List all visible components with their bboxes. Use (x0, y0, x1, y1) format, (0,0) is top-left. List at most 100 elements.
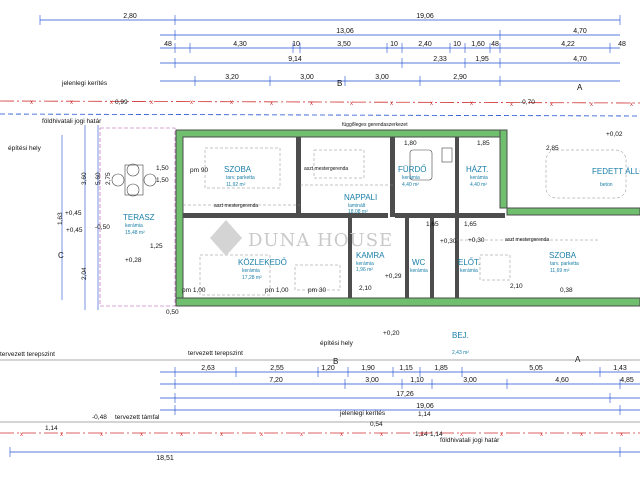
dim-bottom1-5: 1,85 (434, 365, 448, 372)
section-mark-c-left: C (58, 251, 64, 260)
room-szoba-1: SZOBA tarv. parketta 11,92 m² (224, 165, 255, 188)
dim-top3-8: 48 (491, 41, 499, 48)
dim-misc-20: 0,50 (166, 309, 179, 316)
svg-text:KÖZLEKEDŐ: KÖZLEKEDŐ (238, 258, 287, 267)
svg-text:A: A (577, 83, 583, 92)
svg-text:SZOBA: SZOBA (549, 251, 577, 260)
dim-misc-22: 2,85 (546, 145, 559, 152)
dim-top5-2: 3,00 (375, 74, 389, 81)
svg-text:x: x (430, 101, 433, 107)
svg-text:kerámia: kerámia (125, 223, 143, 229)
dim-misc-3: +0,30 (468, 237, 485, 244)
room-kamra: KAMRA kerámia 1,96 m² (356, 251, 385, 273)
dim-misc-0: 0,99 (115, 99, 128, 106)
svg-text:x: x (380, 432, 383, 438)
section-mark-b-top: B (337, 79, 342, 88)
dim-top4-a: 9,14 (288, 56, 302, 63)
section-mark-a-top: A (577, 83, 583, 92)
label-building-place-left: építési hely (8, 145, 42, 152)
dim-misc-8: +0,29 (385, 273, 402, 280)
dim-misc-31: pm 1,00 (182, 287, 206, 294)
dim-top5-0: 3,20 (225, 74, 239, 81)
svg-text:x: x (470, 101, 473, 107)
dim-top1-a: 2,80 (123, 13, 137, 20)
dim-misc-26: 1,80 (404, 140, 417, 147)
dim-bottom2-3: 3,00 (463, 377, 477, 384)
dim-bottom5: 18,51 (156, 455, 174, 462)
top-dimension-chains (39, 15, 621, 86)
svg-text:x: x (220, 432, 223, 438)
dim-misc-5: -0,50 (95, 224, 110, 231)
svg-text:FEDETT ÁLLÓHELY: FEDETT ÁLLÓHELY (592, 167, 640, 176)
building-walls (175, 129, 640, 307)
dim-misc-13: 3,60 (81, 172, 88, 185)
dim-bottom4: 19,06 (416, 403, 434, 410)
svg-text:x: x (230, 100, 233, 106)
dim-top2-a: 13,06 (336, 28, 354, 35)
svg-text:x: x (390, 101, 393, 107)
section-mark-b-bottom: B (333, 357, 338, 366)
svg-text:kerámia: kerámia (356, 261, 374, 267)
svg-text:FÜRDŐ: FÜRDŐ (398, 165, 426, 174)
label-building-place-bottom: építési hely (320, 340, 354, 347)
dim-top3-0: 48 (164, 41, 172, 48)
svg-text:x: x (350, 101, 353, 107)
svg-text:x: x (30, 100, 33, 106)
svg-text:tarv. parketta: tarv. parketta (226, 175, 255, 181)
dim-misc-1: -0,70 (520, 99, 535, 106)
dim-misc-2: +0,02 (606, 131, 623, 138)
svg-text:x: x (180, 432, 183, 438)
dim-misc-24: 2,10 (510, 283, 523, 290)
dim-misc-16: 1,50 (156, 165, 169, 172)
svg-text:DUNA HOUSE: DUNA HOUSE (248, 230, 393, 251)
left-dimension-lines (61, 125, 176, 310)
svg-text:2,43 m²: 2,43 m² (452, 350, 469, 356)
svg-text:x: x (110, 100, 113, 106)
dim-misc-19: 2,04 (81, 267, 88, 280)
interior-detail-lines (183, 147, 627, 296)
svg-text:17,28 m²: 17,28 m² (242, 275, 262, 281)
dim-misc-3b: +0,30 (440, 238, 457, 245)
label-floor-level-left: tervezett terepszint (0, 351, 55, 358)
watermark-logo: DUNA HOUSE (210, 220, 393, 256)
svg-text:x: x (630, 102, 633, 108)
svg-text:x: x (500, 432, 503, 438)
fence-top (0, 100, 640, 117)
label-boundary-top: földhivatali jogi határ (42, 118, 102, 125)
svg-text:SZOBA: SZOBA (224, 165, 252, 174)
label-fence-top: jelenlegi kerítés (61, 80, 108, 87)
label-ceiling-1: aszt mestergerenda (214, 203, 258, 209)
dim-misc-23: 0,38 (560, 287, 573, 294)
dim-misc-10: -0,48 (92, 414, 107, 421)
dim-misc-30b: 1,14 (45, 425, 58, 432)
room-szoba-2: SZOBA tarv. parketta 11,69 m² (549, 251, 579, 274)
label-ceiling-3: aszt mestergerenda (505, 237, 549, 243)
dim-misc-6: +0,45 (65, 210, 82, 217)
dim-bottom1-3: 1,90 (361, 365, 375, 372)
svg-text:x: x (580, 432, 583, 438)
svg-text:x: x (550, 102, 553, 108)
dim-misc-13b: 1,14 (415, 431, 428, 438)
dim-misc-7: +0,45 (66, 227, 83, 234)
room-wc: WC kerámia (410, 258, 428, 274)
svg-text:kerámia: kerámia (460, 268, 478, 274)
dim-top3-1: 4,30 (233, 41, 247, 48)
label-ceiling-2: aszt mestergerenda (304, 166, 348, 172)
room-fedett-allohely: FEDETT ÁLLÓHELY beton (592, 167, 640, 188)
dim-top3-6: 10 (453, 41, 461, 48)
svg-text:x: x (70, 100, 73, 106)
svg-text:TERASZ: TERASZ (123, 213, 155, 222)
svg-text:x: x (270, 101, 273, 107)
svg-text:1,96 m²: 1,96 m² (356, 267, 373, 273)
svg-text:x: x (100, 432, 103, 438)
dim-bottom2-0: 7,20 (269, 377, 283, 384)
room-kozlekedo: KÖZLEKEDŐ kerámia 17,28 m² (238, 258, 287, 281)
svg-text:tarv. parketta: tarv. parketta (550, 261, 579, 267)
svg-text:11,69 m²: 11,69 m² (550, 268, 570, 274)
dim-top3-3: 3,50 (337, 41, 351, 48)
svg-text:x: x (540, 432, 543, 438)
svg-text:x: x (590, 102, 593, 108)
